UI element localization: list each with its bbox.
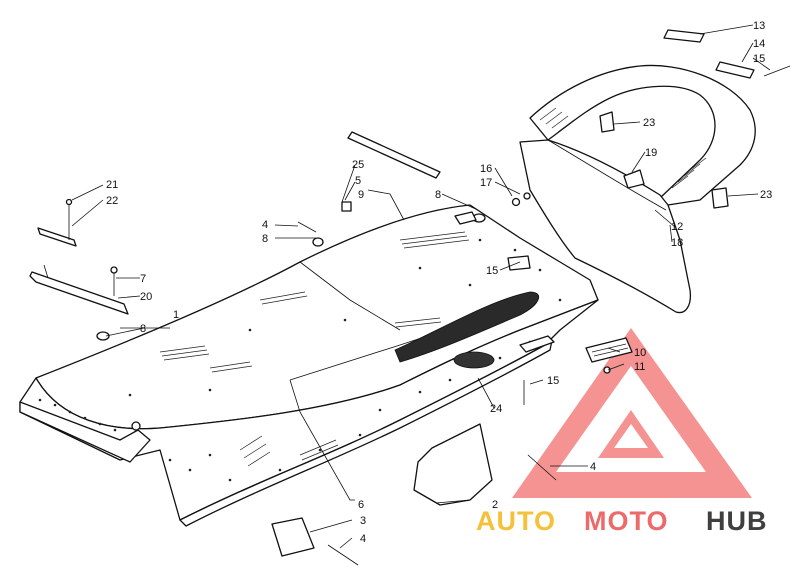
tunnel-lower-rail bbox=[179, 339, 553, 527]
callout-24: 24 bbox=[490, 403, 502, 415]
decal-10 bbox=[585, 337, 633, 363]
callout-19: 19 bbox=[645, 147, 657, 159]
callout-5: 5 bbox=[355, 175, 361, 187]
decal-13 bbox=[663, 29, 705, 43]
deck-strip-plate bbox=[347, 131, 441, 179]
tunnel-assembly bbox=[19, 204, 599, 527]
callout-4: 4 bbox=[590, 461, 596, 473]
bracket-2 bbox=[413, 423, 493, 506]
callout-2: 2 bbox=[492, 499, 498, 511]
callout-23: 23 bbox=[760, 189, 772, 201]
callout-15: 15 bbox=[547, 375, 559, 387]
rear-bumper-assembly bbox=[519, 29, 791, 314]
callout-17: 17 bbox=[480, 177, 492, 189]
tunnel-rivets bbox=[38, 238, 562, 482]
tunnel-decal-swoosh bbox=[394, 291, 540, 363]
small-decal bbox=[341, 201, 352, 212]
left-rail-parts bbox=[29, 200, 129, 315]
rail-angle-20 bbox=[29, 271, 129, 315]
decal-logo-oval bbox=[453, 351, 495, 369]
callout-22: 22 bbox=[106, 195, 118, 207]
callout-7: 7 bbox=[140, 273, 146, 285]
callout-1: 1 bbox=[173, 309, 179, 321]
tunnel-hole bbox=[131, 421, 141, 431]
bumper-grip-texture bbox=[539, 107, 707, 189]
callout-4: 4 bbox=[262, 219, 268, 231]
clip-23-right bbox=[711, 187, 729, 209]
callout-15: 15 bbox=[753, 53, 765, 65]
callout-13: 13 bbox=[753, 20, 765, 32]
callout-21: 21 bbox=[106, 179, 118, 191]
watermark-word-moto: MOTO bbox=[584, 506, 669, 536]
decal-14 bbox=[715, 61, 755, 79]
tunnel-rear-flap bbox=[19, 401, 151, 463]
callout-8: 8 bbox=[140, 323, 146, 335]
watermark-text: AUTO MOTO HUB bbox=[476, 506, 768, 536]
rail-bracket-22 bbox=[37, 227, 77, 247]
callout-12: 12 bbox=[671, 221, 683, 233]
clip-23-upper bbox=[599, 111, 615, 133]
callout-8: 8 bbox=[435, 189, 441, 201]
watermark-triangle-logo bbox=[512, 328, 752, 498]
fasteners bbox=[65, 192, 611, 566]
watermark-word-hub: HUB bbox=[706, 506, 768, 536]
tunnel-hatch-texture bbox=[159, 231, 470, 467]
callout-4: 4 bbox=[360, 533, 366, 545]
callout-3: 3 bbox=[360, 515, 366, 527]
callout-23: 23 bbox=[643, 117, 655, 129]
callout-18: 18 bbox=[671, 237, 683, 249]
rear-grab-handle bbox=[529, 64, 756, 206]
callout-25: 25 bbox=[352, 159, 364, 171]
callout-11: 11 bbox=[634, 361, 645, 373]
watermark-word-auto: AUTO bbox=[476, 506, 556, 536]
callout-9: 9 bbox=[358, 189, 364, 201]
leader-lines bbox=[71, 24, 771, 549]
callout-8: 8 bbox=[262, 233, 268, 245]
callout-15: 15 bbox=[486, 265, 498, 277]
callout-6: 6 bbox=[358, 499, 364, 511]
callout-14: 14 bbox=[753, 38, 765, 50]
callout-20: 20 bbox=[140, 291, 152, 303]
rear-bumper-panel bbox=[519, 139, 692, 314]
rail-24 bbox=[519, 335, 555, 353]
lower-parts bbox=[271, 335, 633, 557]
bracket-19 bbox=[623, 169, 645, 189]
callout-16: 16 bbox=[480, 163, 492, 175]
callout-10: 10 bbox=[634, 347, 646, 359]
callout-labels: 1 2 3 4 4 4 5 6 7 8 8 8 9 10 11 12 13 14… bbox=[106, 20, 772, 545]
plate-3 bbox=[271, 517, 315, 557]
